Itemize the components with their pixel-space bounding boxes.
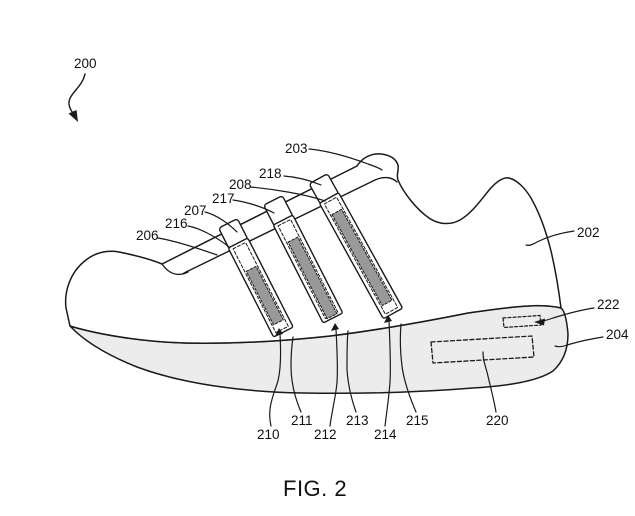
leader-214-arrowhead: [384, 315, 392, 323]
leader-210-arrowhead: [275, 328, 283, 336]
leader-222-arrowhead: [534, 318, 545, 326]
ref-label-218: 218: [259, 166, 282, 181]
ref-label-220: 220: [486, 413, 509, 428]
leader-208: [250, 186, 326, 202]
ref-label-208: 208: [229, 177, 252, 192]
strap-2: [263, 195, 343, 324]
ref-label-207: 207: [184, 203, 207, 218]
leader-203: [308, 148, 383, 171]
strap-3: [309, 174, 403, 319]
ref-label-206: 206: [136, 228, 159, 243]
leader-218: [283, 175, 322, 186]
leader-204: [554, 336, 604, 348]
strap-1-inner-dashed: [232, 241, 289, 334]
ref-label-211: 211: [291, 413, 313, 428]
leader-214: [384, 320, 392, 427]
ref-label-216: 216: [165, 216, 188, 231]
strap-3-sensor-bar: [331, 208, 393, 307]
leader-207: [204, 211, 238, 233]
ref-label-222: 222: [597, 297, 620, 312]
sole-sensor-rect-222: [502, 314, 542, 329]
sole-module-rect-220: [430, 335, 535, 364]
ref-label-214: 214: [374, 427, 397, 442]
ref-label-215: 215: [406, 413, 429, 428]
leader-206: [157, 237, 218, 256]
arrow-200-head: [68, 110, 78, 122]
leader-212-arrowhead: [331, 323, 339, 331]
arrow-200-curve: [68, 73, 86, 116]
lacing-band-lower-line: [183, 176, 398, 274]
leader-211: [290, 336, 302, 413]
strap-1-sensor-bar: [245, 265, 284, 326]
leader-210: [269, 333, 282, 427]
ref-label-213: 213: [346, 413, 369, 428]
leader-220: [482, 351, 497, 413]
ref-label-202: 202: [577, 225, 600, 240]
figure-caption: FIG. 2: [283, 476, 348, 501]
leader-lines-bottom: [269, 320, 497, 427]
leader-202: [525, 230, 575, 246]
leader-216: [187, 225, 230, 248]
strap-3-inner-dashed: [323, 196, 399, 315]
shoe-upper: [64, 153, 562, 344]
leader-212: [329, 328, 339, 427]
leader-213: [346, 330, 357, 413]
leader-lines-upper: [157, 148, 383, 256]
ref-label-203: 203: [285, 141, 308, 156]
ref-label-217: 217: [212, 191, 235, 206]
leader-217: [232, 199, 275, 214]
strap-2-sensor-bar: [287, 236, 338, 320]
ref-label-212: 212: [314, 427, 337, 442]
strap-1: [218, 218, 294, 338]
ref-label-204: 204: [606, 327, 629, 342]
leader-215: [399, 323, 417, 413]
ref-label-210: 210: [257, 427, 280, 442]
ref-label-200: 200: [74, 56, 97, 71]
